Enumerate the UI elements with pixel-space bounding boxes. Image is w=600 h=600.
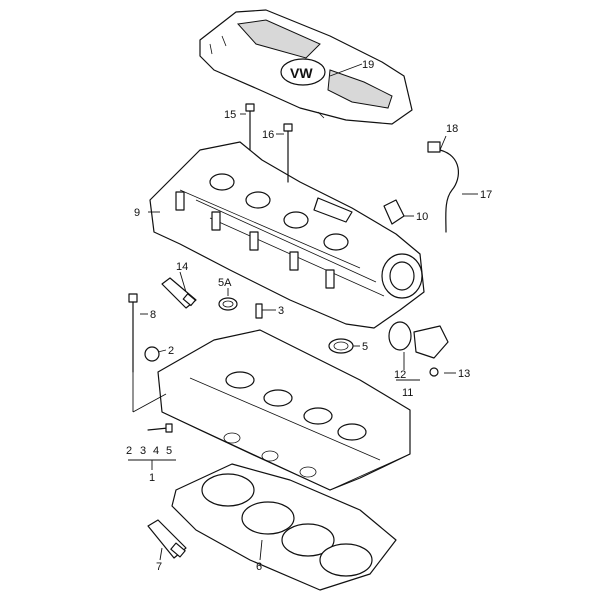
- callout-5a: 5A: [218, 277, 232, 289]
- flange-11: [388, 321, 449, 377]
- sensor-18: [427, 141, 441, 153]
- sealant-tube-14: [161, 277, 197, 309]
- sensor-10: [383, 199, 405, 225]
- cover-logo: VW: [290, 65, 313, 81]
- callout-7: 7: [156, 561, 162, 573]
- callout-19: 19: [362, 59, 374, 71]
- callout-5: 5: [362, 341, 368, 353]
- bolt-15: [245, 103, 255, 151]
- callout-9: 9: [134, 207, 140, 219]
- group-5: 5: [166, 445, 172, 457]
- stud-group: [147, 423, 173, 433]
- hose-17: [439, 149, 459, 233]
- callout-6: 6: [256, 561, 262, 573]
- callout-2: 2: [168, 345, 174, 357]
- group-3: 3: [140, 445, 146, 457]
- callout-14: 14: [176, 261, 188, 273]
- callout-15: 15: [224, 109, 236, 121]
- plug-2: [144, 346, 160, 362]
- sealant-tube-7: [147, 519, 187, 559]
- group-4: 4: [153, 445, 159, 457]
- head-gasket: [171, 463, 397, 591]
- callout-labels: 19 18 17 16 15 14 13 12 11 10 9 8 7 6 5 …: [126, 59, 492, 573]
- seal-5: [328, 338, 354, 354]
- callout-18: 18: [446, 123, 458, 135]
- seal-ring-5a: [218, 297, 238, 311]
- callout-13: 13: [458, 368, 470, 380]
- callout-10: 10: [416, 211, 428, 223]
- callout-3: 3: [278, 305, 284, 317]
- bolt-8: [128, 293, 138, 373]
- callout-17: 17: [480, 189, 492, 201]
- cylinder-head: [157, 329, 411, 491]
- callout-11: 11: [402, 387, 413, 399]
- intake-manifold: [149, 141, 425, 329]
- callout-8: 8: [150, 309, 156, 321]
- group-2: 2: [126, 445, 132, 457]
- engine-cover: VW: [199, 9, 413, 125]
- callout-16: 16: [262, 129, 274, 141]
- callout-12: 12: [394, 369, 406, 381]
- leader-lines: [128, 63, 478, 561]
- group-1: 1: [149, 472, 155, 484]
- pin-3: [255, 303, 263, 319]
- bolt-16: [283, 123, 293, 183]
